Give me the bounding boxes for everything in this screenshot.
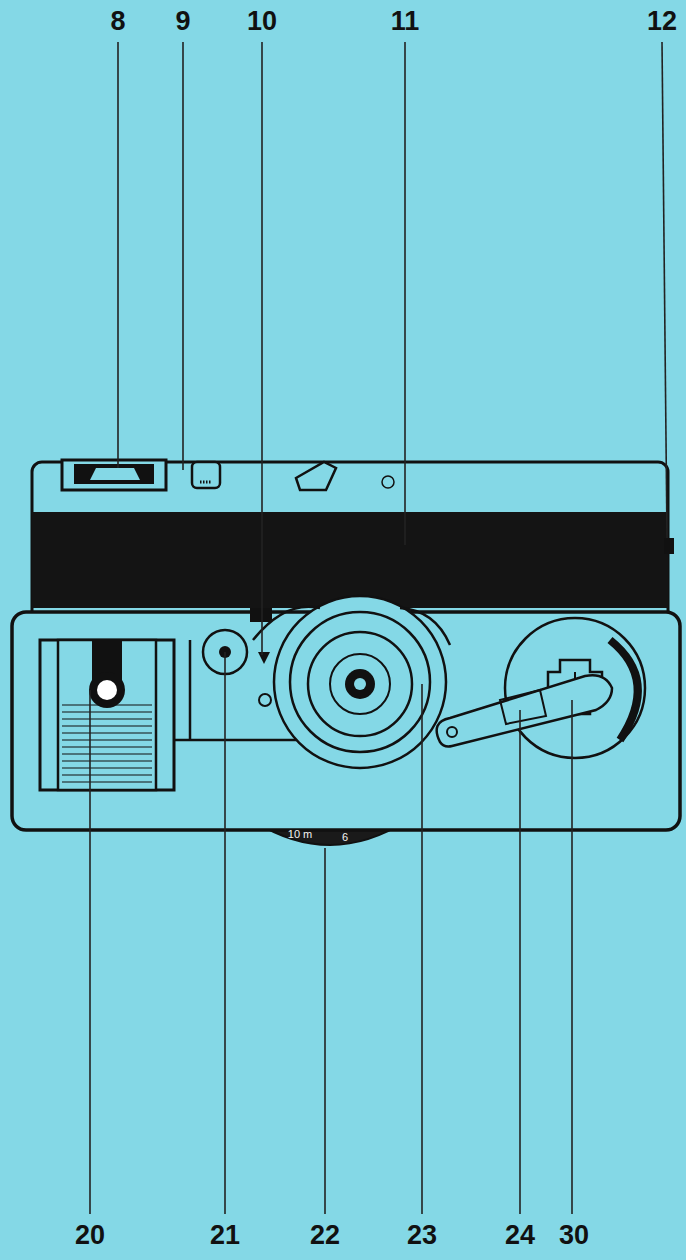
callout-number: 11 — [391, 8, 420, 35]
accessory-shoe — [62, 460, 166, 490]
callout-number: 10 — [247, 8, 277, 35]
release-lever — [296, 462, 336, 490]
tripod-socket — [345, 669, 375, 699]
callout-number: 12 — [647, 8, 677, 35]
dial-scale: 10 m — [288, 829, 312, 840]
callout-number: 22 — [310, 1222, 340, 1249]
callout-number: 20 — [75, 1222, 105, 1249]
callout-number: 8 — [110, 8, 125, 35]
callout-number: 24 — [505, 1222, 535, 1249]
strap-lug — [664, 538, 674, 554]
callout-number: 23 — [407, 1222, 437, 1249]
shoe-slot — [74, 464, 154, 484]
callout-number: 21 — [210, 1222, 240, 1249]
dial-scale: 6 — [342, 832, 348, 843]
flash-shoe — [40, 640, 174, 790]
tripod-ring — [274, 596, 446, 768]
black-leather-band — [32, 512, 668, 608]
button — [192, 462, 220, 488]
callout-number: 30 — [559, 1222, 589, 1249]
shoe-hole — [89, 672, 125, 708]
callout-number: 9 — [175, 8, 190, 35]
lever — [437, 675, 612, 746]
leader-lines — [90, 42, 667, 1214]
shoe-contact — [90, 468, 140, 480]
